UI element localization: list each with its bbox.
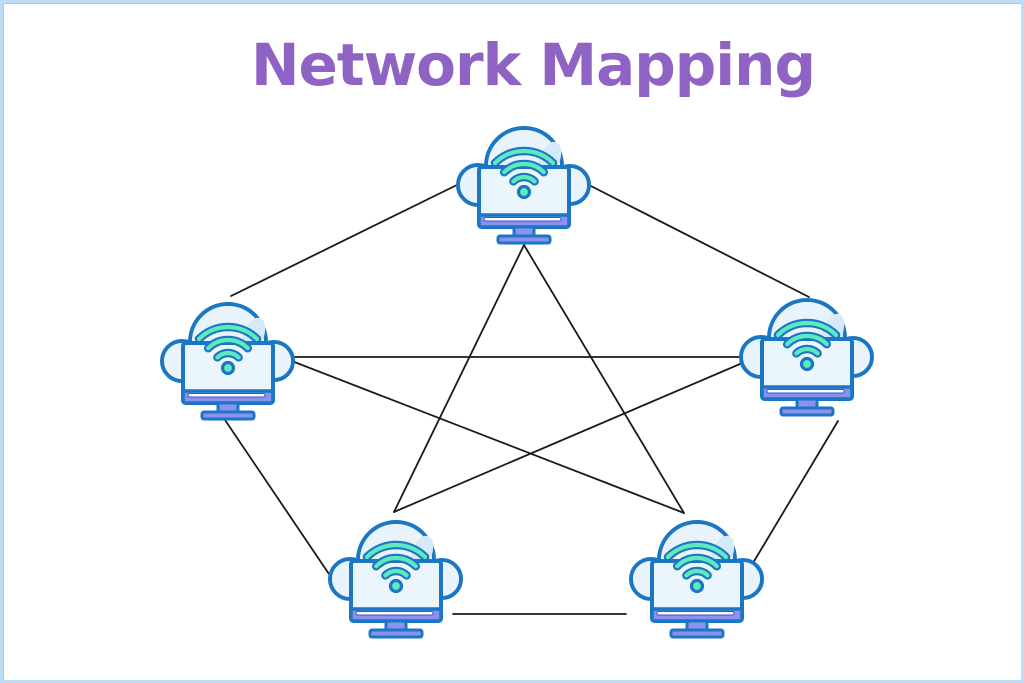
edge-right-to-bottom-left [393,360,748,513]
network-node-bottom-left [326,519,466,641]
network-node-bottom-right [627,519,767,641]
edge-left-to-bottom-left [224,419,332,578]
network-node-left [158,301,298,423]
cloud-computer-wifi-icon [454,125,594,247]
edge-left-to-bottom-right [283,357,685,514]
cloud-computer-wifi-icon [326,519,466,641]
network-node-top [454,125,594,247]
edge-right-to-bottom-right [746,420,839,574]
cloud-computer-wifi-icon [158,301,298,423]
edge-top-to-left [230,181,464,297]
edge-top-to-right [584,182,810,298]
page-title: Network Mapping [251,31,816,99]
edge-top-to-bottom-right [523,244,685,514]
edge-top-to-bottom-left [393,244,525,513]
cloud-computer-wifi-icon [627,519,767,641]
cloud-computer-wifi-icon [737,297,877,419]
network-node-right [737,297,877,419]
